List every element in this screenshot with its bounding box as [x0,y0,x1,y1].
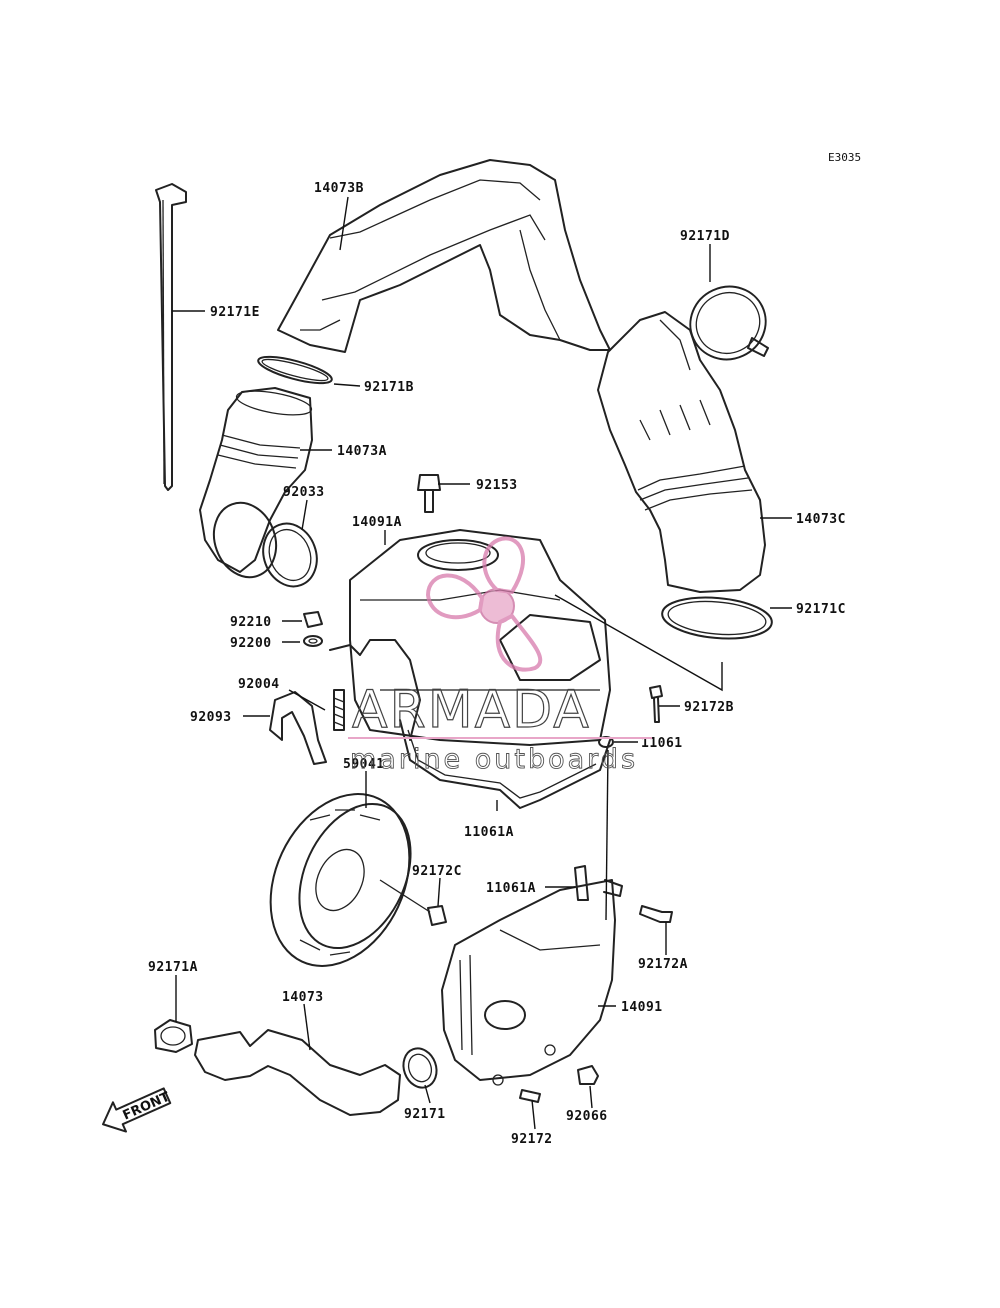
watermark: ARMADA marine outboards [348,536,652,775]
leader-lines [172,196,792,1130]
label-14073a: 14073A [337,444,387,459]
mount-bracket [329,639,421,741]
label-92171d: 92171D [680,229,730,244]
front-label: FRONT [121,1090,173,1124]
label-92004: 92004 [238,677,280,692]
watermark-tagline: marine outboards [350,744,638,775]
nut-92210 [303,611,323,628]
clamp-92171c [661,596,773,640]
filter-59041 [269,793,412,967]
bolt-92172c [379,879,447,926]
bolt-92153 [417,474,441,513]
label-92171c: 92171C [796,602,846,617]
label-11061a-lower: 11061A [486,881,536,896]
label-92171e: 92171E [210,305,260,320]
label-92172b: 92172B [684,700,734,715]
label-92171b: 92171B [364,380,414,395]
label-59041: 59041 [343,757,385,772]
label-92171a: 92171A [148,960,198,975]
duct-14073a [199,387,313,573]
label-92033: 92033 [283,485,325,500]
clamp-92171d [689,285,769,361]
label-92172: 92172 [511,1132,553,1147]
hose-14073 [194,1029,401,1116]
ring-92033 [212,501,318,588]
label-11061a-upper: 11061A [464,825,514,840]
label-92153: 92153 [476,478,518,493]
front-arrow: FRONT [102,1087,173,1133]
duct-14073c [597,311,766,593]
watermark-brand: ARMADA [352,680,591,740]
label-14073: 14073 [282,990,324,1005]
label-92093: 92093 [190,710,232,725]
cap-92066 [577,1065,599,1085]
washer-92200 [303,635,323,647]
label-14073b: 14073B [314,181,364,196]
label-92200: 92200 [230,636,272,651]
seal-11061a-lower [574,865,623,901]
label-92172c: 92172C [412,864,462,879]
label-11061: 11061 [641,736,683,751]
clamp-92171b [257,355,333,385]
clamp-92171 [402,1047,438,1089]
label-14091: 14091 [621,1000,663,1015]
label-92172a: 92172A [638,957,688,972]
label-14091a: 14091A [352,515,402,530]
duct-14073b [277,159,611,353]
screw-92172 [519,1089,541,1103]
clamp-92171a [154,1019,193,1053]
stud-92004 [333,689,345,731]
propeller-logo [425,536,543,672]
label-92210: 92210 [230,615,272,630]
label-14073c: 14073C [796,512,846,527]
airbox-cover-14091a [349,529,611,746]
seal-11061a-upper [399,719,611,809]
screw-92172b [649,685,663,723]
label-92171: 92171 [404,1107,446,1122]
airbox-base-14091 [441,879,616,1086]
diagram-code: E3035 [828,151,861,164]
bracket-92093 [269,691,327,765]
cable-tie-92171e [155,183,187,491]
bolt-92172a [639,905,673,923]
label-92066: 92066 [566,1109,608,1124]
